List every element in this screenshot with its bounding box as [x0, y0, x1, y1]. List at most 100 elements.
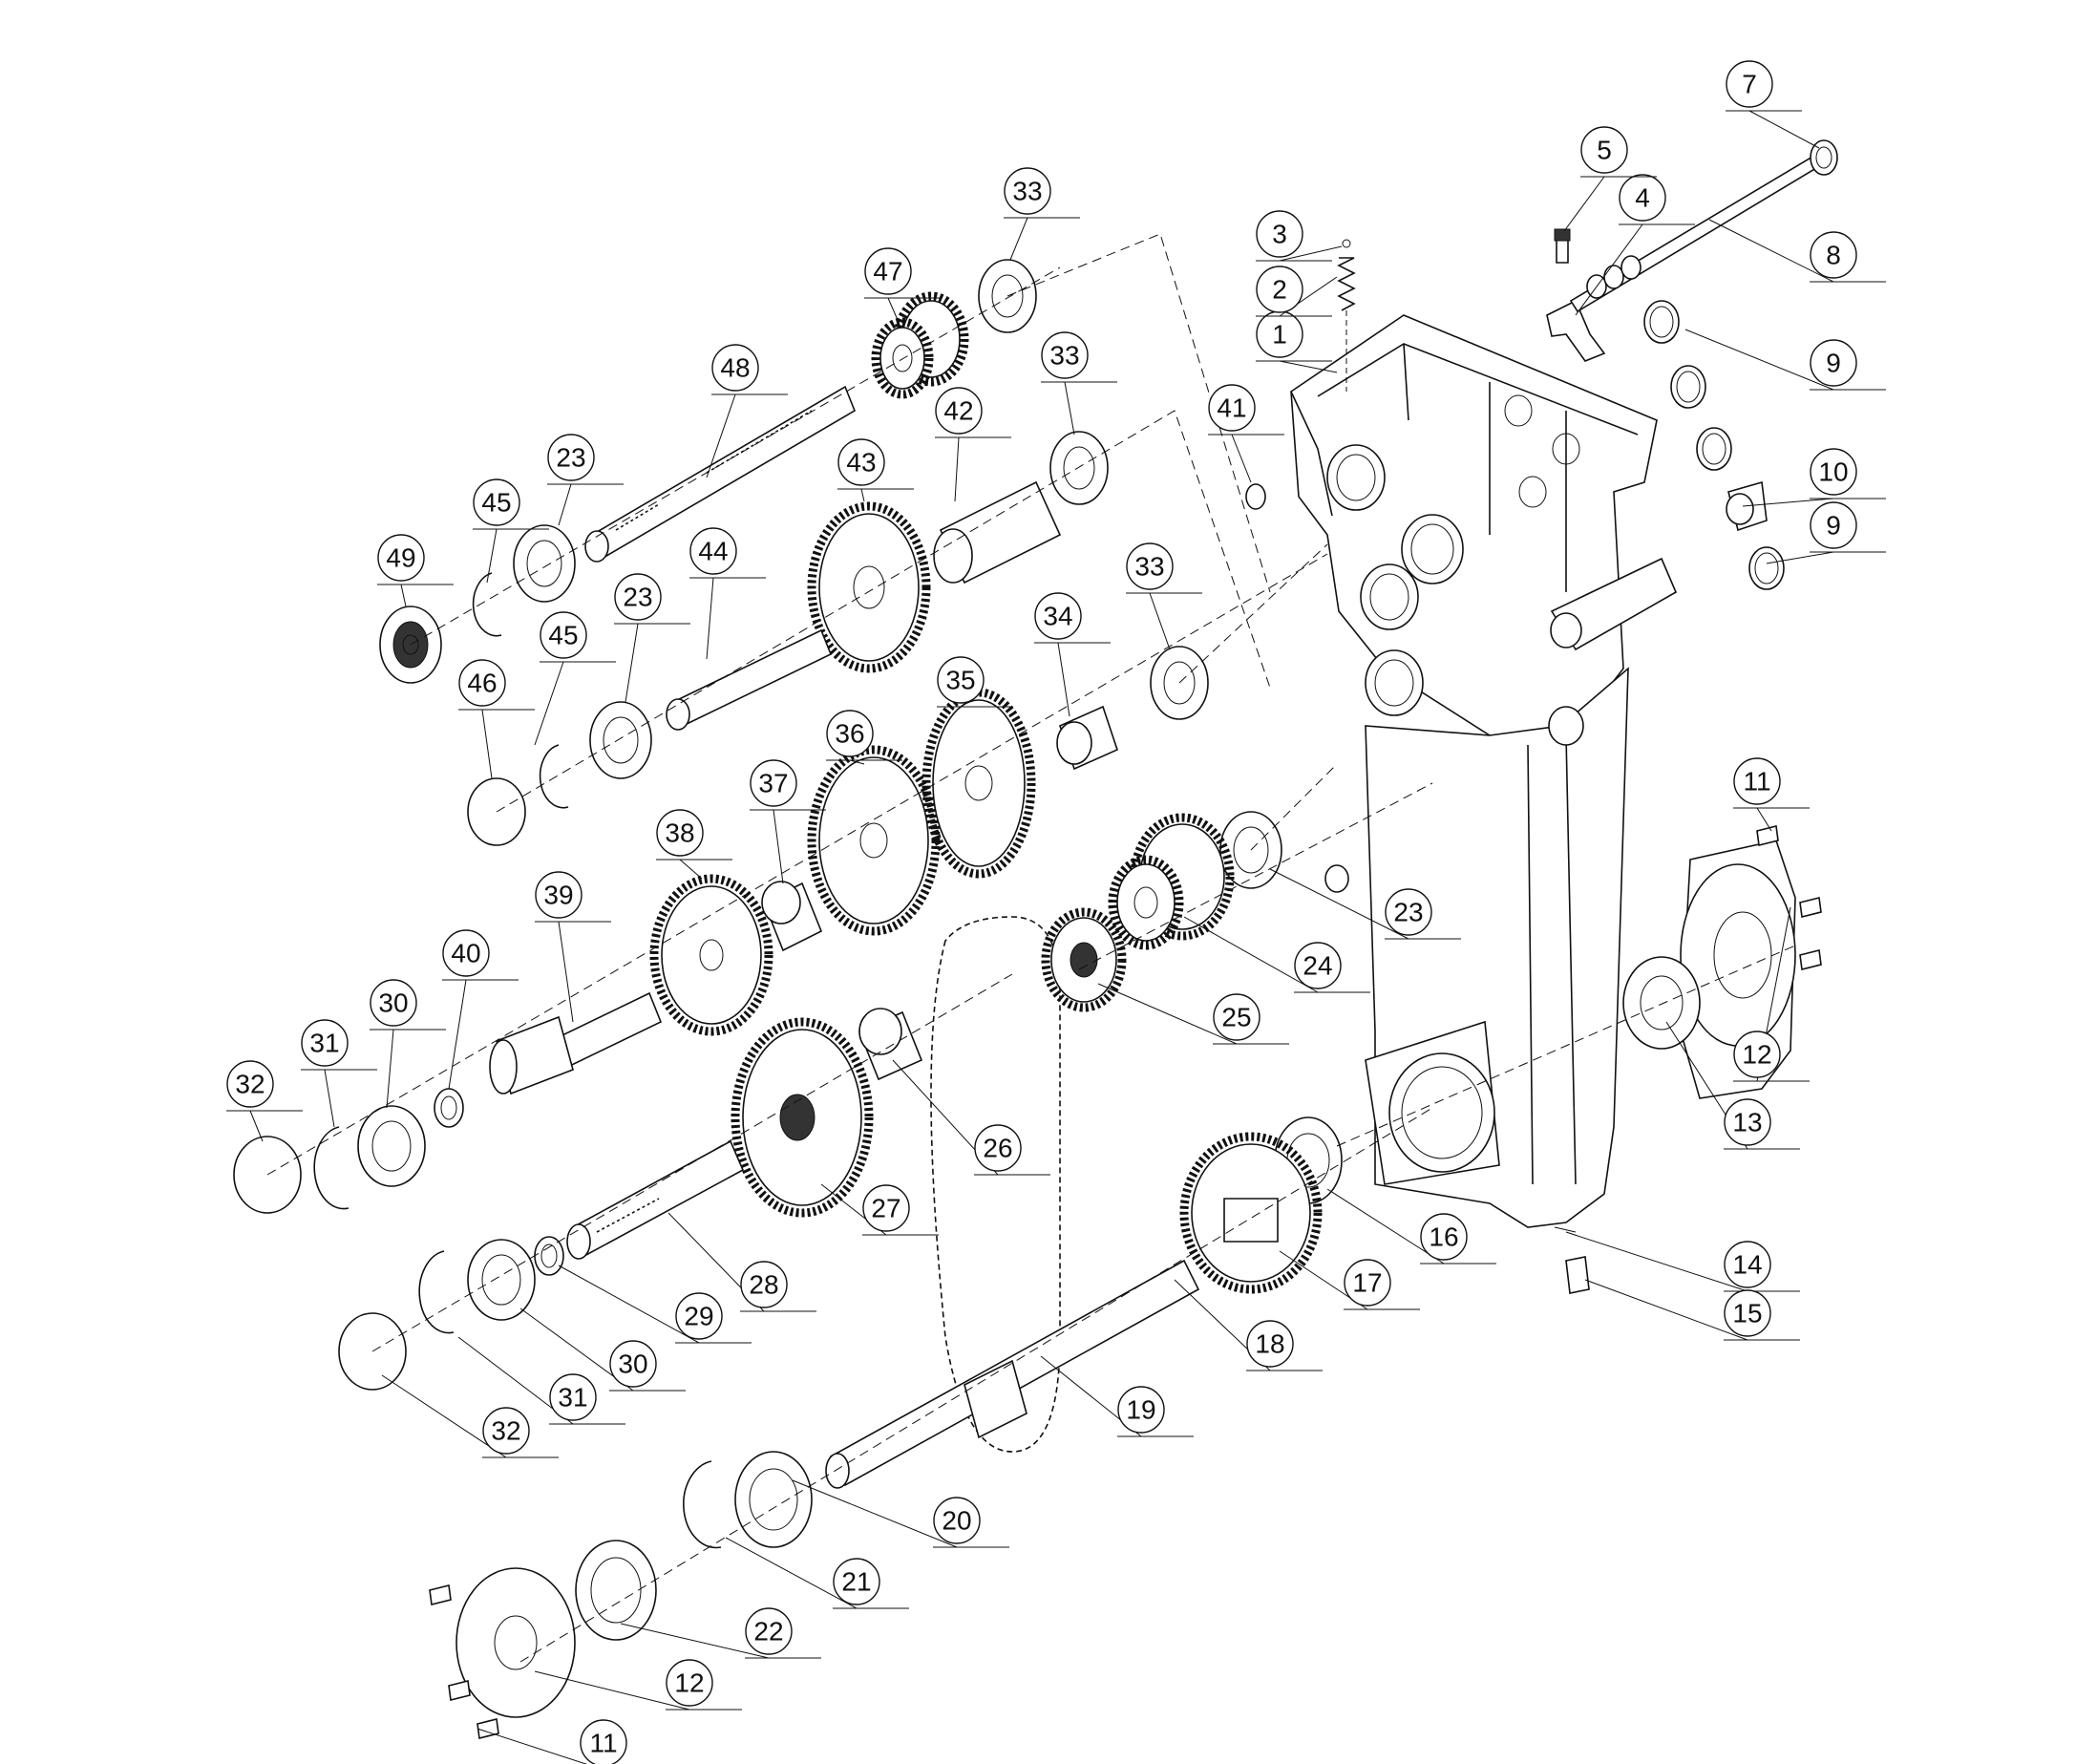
callout-leader-line [301, 1069, 377, 1128]
callout-circle [862, 1184, 910, 1232]
callout-7: 7 [1726, 60, 1820, 149]
callout-leader-line [1034, 642, 1111, 717]
callout-49: 49 [377, 534, 454, 607]
callout-leader-line [1256, 360, 1338, 373]
callout-40: 40 [442, 929, 519, 1090]
callout-circle [1256, 266, 1303, 313]
bearing-33-mid [1049, 431, 1109, 505]
callout-leader-line [442, 979, 519, 1090]
callout-leader-line [1126, 592, 1202, 650]
callout-leader-line [620, 1623, 821, 1659]
callout-circle [1733, 1031, 1781, 1078]
callout-circle [1810, 448, 1857, 496]
callout-48: 48 [706, 344, 788, 478]
callout-number: 24 [1303, 951, 1332, 981]
callout-12: 12 [1733, 906, 1810, 1082]
callout-number: 43 [846, 448, 876, 478]
callout-29: 29 [558, 1265, 752, 1344]
callout-circle [442, 929, 490, 977]
callout-circle [473, 478, 520, 526]
callout-circle [1344, 1259, 1391, 1307]
callout-9: 9 [1766, 501, 1886, 564]
shift-shaft [1569, 139, 1838, 313]
callout-number: 47 [873, 257, 902, 287]
callout-10: 10 [1742, 448, 1886, 507]
callout-number: 37 [758, 769, 788, 798]
callout-number: 38 [665, 818, 694, 848]
callout-number: 39 [543, 881, 573, 910]
seal-rings [1643, 300, 1785, 590]
callout-43: 43 [837, 438, 914, 502]
callout-leader-line [547, 483, 624, 526]
main-shaft-48 [584, 385, 856, 563]
callout-23: 23 [1269, 868, 1461, 940]
callout-47: 47 [864, 247, 941, 321]
callout-22: 22 [620, 1607, 821, 1659]
callout-leader-line [381, 1374, 559, 1458]
callout-number: 7 [1742, 70, 1757, 99]
callout-circle [1034, 592, 1082, 640]
callout-leader-line [1575, 223, 1695, 316]
callout-23: 23 [547, 434, 624, 526]
callout-circle [1246, 1320, 1294, 1368]
callout-45: 45 [534, 611, 616, 746]
callout-number: 31 [309, 1029, 339, 1058]
callout-number: 32 [235, 1070, 265, 1099]
callout-layer: 1234578910911121314151617181920212212112… [226, 60, 1886, 1764]
callout-21: 21 [725, 1537, 909, 1609]
callout-circle [1580, 126, 1628, 174]
callout-number: 26 [983, 1134, 1012, 1163]
callout-leader-line [1708, 219, 1886, 283]
callout-33: 33 [1126, 542, 1202, 650]
callout-circle [833, 1558, 880, 1605]
callout-42: 42 [935, 387, 1011, 502]
callout-leader-line [534, 661, 616, 746]
callout-circle [549, 1373, 597, 1421]
callout-number: 45 [548, 621, 578, 650]
right-bearing-cover [1622, 825, 1822, 1099]
callout-1: 1 [1256, 310, 1338, 373]
callout-circle [826, 710, 874, 757]
callout-27: 27 [820, 1183, 939, 1236]
callout-leader-line [1183, 916, 1370, 993]
callout-number: 9 [1826, 349, 1841, 378]
callout-circle [540, 611, 587, 659]
callout-number: 19 [1126, 1395, 1155, 1425]
pinion-shaft-39 [489, 991, 663, 1095]
callout-leader-line [1004, 217, 1080, 261]
callout-circle [458, 659, 506, 707]
callout-leader-line [458, 709, 535, 779]
callout-11: 11 [477, 1719, 627, 1764]
callout-number: 14 [1732, 1250, 1762, 1280]
circlip-31-upper [313, 1126, 350, 1210]
callout-number: 16 [1429, 1222, 1458, 1252]
callout-circle [711, 344, 759, 392]
gear-43 [807, 501, 931, 673]
bearing-30-lower [467, 1239, 536, 1321]
callout-circle [935, 387, 983, 435]
callout-number: 23 [1393, 898, 1423, 927]
callout-8: 8 [1708, 219, 1886, 283]
callout-leader-line [792, 1479, 1009, 1548]
callout-leader-line [1041, 381, 1117, 436]
callout-number: 42 [943, 396, 973, 426]
callout-number: 3 [1272, 220, 1287, 249]
callout-circle [1726, 60, 1773, 108]
callout-circle [547, 434, 595, 481]
circlip-31-lower [418, 1250, 455, 1334]
callout-leader-line [706, 393, 788, 478]
callout-circle [666, 1659, 713, 1707]
callout-leader-line [473, 528, 549, 584]
callout-circle [482, 1407, 530, 1455]
callout-circle [745, 1607, 793, 1655]
callout-circle [1810, 231, 1857, 279]
callout-number: 36 [835, 719, 864, 749]
callout-circle [933, 1497, 981, 1544]
callout-leader-line [1565, 1231, 1800, 1292]
callout-30: 30 [370, 979, 446, 1109]
callout-leader-line [1040, 1355, 1194, 1437]
callout-circle [675, 1292, 723, 1340]
callout-37: 37 [750, 759, 826, 884]
callout-leader-line [1097, 983, 1289, 1045]
double-gear-47 [871, 291, 969, 399]
